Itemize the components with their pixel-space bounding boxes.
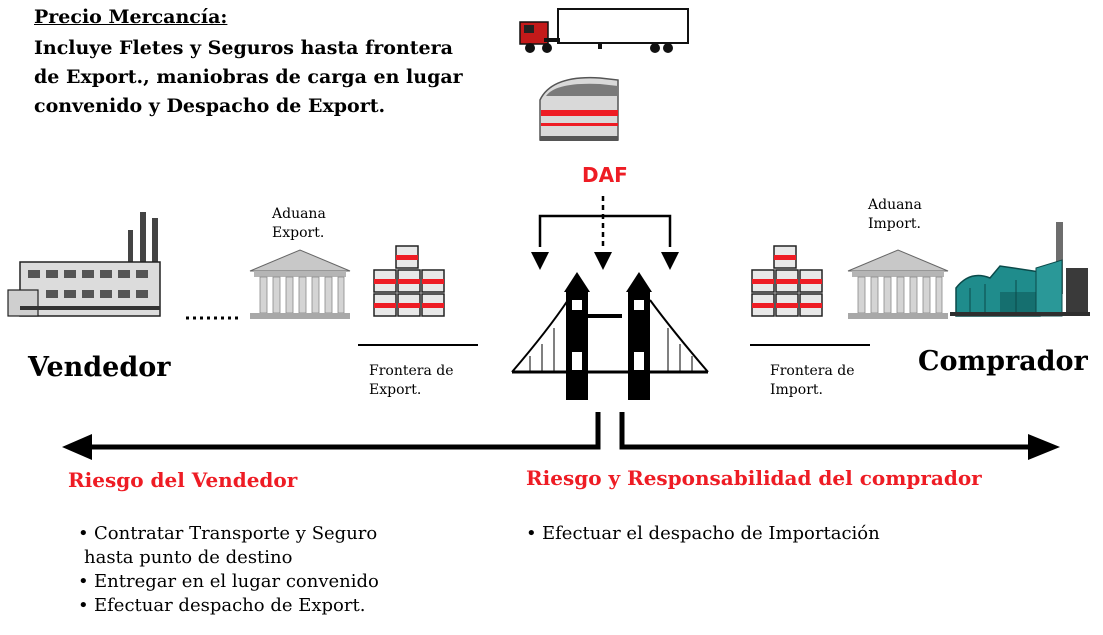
daf-arrows — [538, 196, 672, 250]
buyer-label: Comprador — [918, 346, 1088, 377]
list-item: Entregar en el lugar convenido — [72, 570, 452, 594]
train-icon — [539, 76, 619, 141]
border-export-label: Frontera de Export. — [369, 363, 454, 398]
risk-arrows — [62, 412, 1060, 460]
customs-export-label: Aduana Export. — [272, 206, 326, 241]
seller-duties-list: Contratar Transporte y Seguro hasta punt… — [72, 522, 452, 618]
factory-icon — [7, 212, 161, 317]
buyer-risk-title: Riesgo y Responsabilidad del comprador — [526, 466, 982, 490]
bridge-icon — [511, 272, 709, 400]
truck-icon — [519, 8, 689, 53]
industrial-plant-icon — [950, 222, 1090, 317]
customs-import-label: Aduana Import. — [868, 197, 922, 232]
border-import-label: Frontera de Import. — [770, 363, 855, 398]
seller-label: Vendedor — [28, 352, 171, 383]
customs-building-icon — [847, 249, 949, 320]
price-heading: Precio Mercancía: — [34, 6, 228, 28]
customs-building-icon — [249, 249, 351, 320]
arrow-heads — [531, 252, 679, 270]
seller-risk-title: Riesgo del Vendedor — [68, 468, 298, 492]
cargo-containers-icon — [751, 245, 823, 317]
price-description: Incluye Fletes y Seguros hasta frontera … — [34, 37, 463, 117]
list-item: Contratar Transporte y Seguro hasta punt… — [72, 522, 452, 570]
daf-label: DAF — [582, 163, 628, 187]
list-item: Efectuar despacho de Export. — [72, 594, 452, 618]
list-item: Efectuar el despacho de Importación — [520, 522, 940, 546]
buyer-duties-list: Efectuar el despacho de Importación — [520, 522, 940, 546]
cargo-containers-icon — [373, 245, 445, 317]
